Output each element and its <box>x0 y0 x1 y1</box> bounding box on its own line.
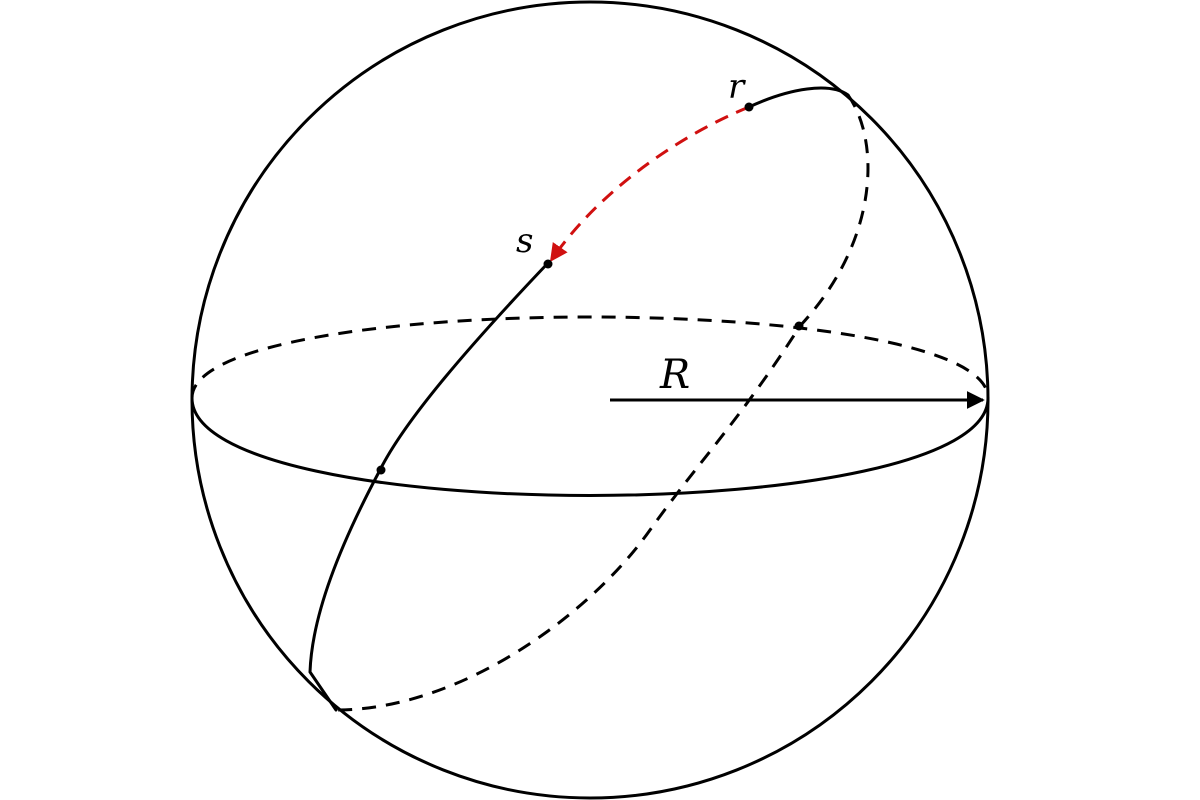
point-r-dot <box>744 102 754 112</box>
label-s: s <box>516 221 533 261</box>
great-circle-front-lower <box>308 261 550 712</box>
intersection-back-dot <box>794 321 804 331</box>
label-r: r <box>728 67 746 107</box>
intersection-front-dot <box>376 465 386 475</box>
label-radius: R <box>659 352 690 398</box>
equator-front-solid <box>190 396 990 497</box>
great-circle-back-dashed <box>335 94 870 712</box>
great-circle-front-upper <box>747 86 850 109</box>
geodesic-arrow <box>549 105 750 262</box>
equator-back-dashed <box>190 315 990 399</box>
point-s-dot <box>543 259 553 269</box>
